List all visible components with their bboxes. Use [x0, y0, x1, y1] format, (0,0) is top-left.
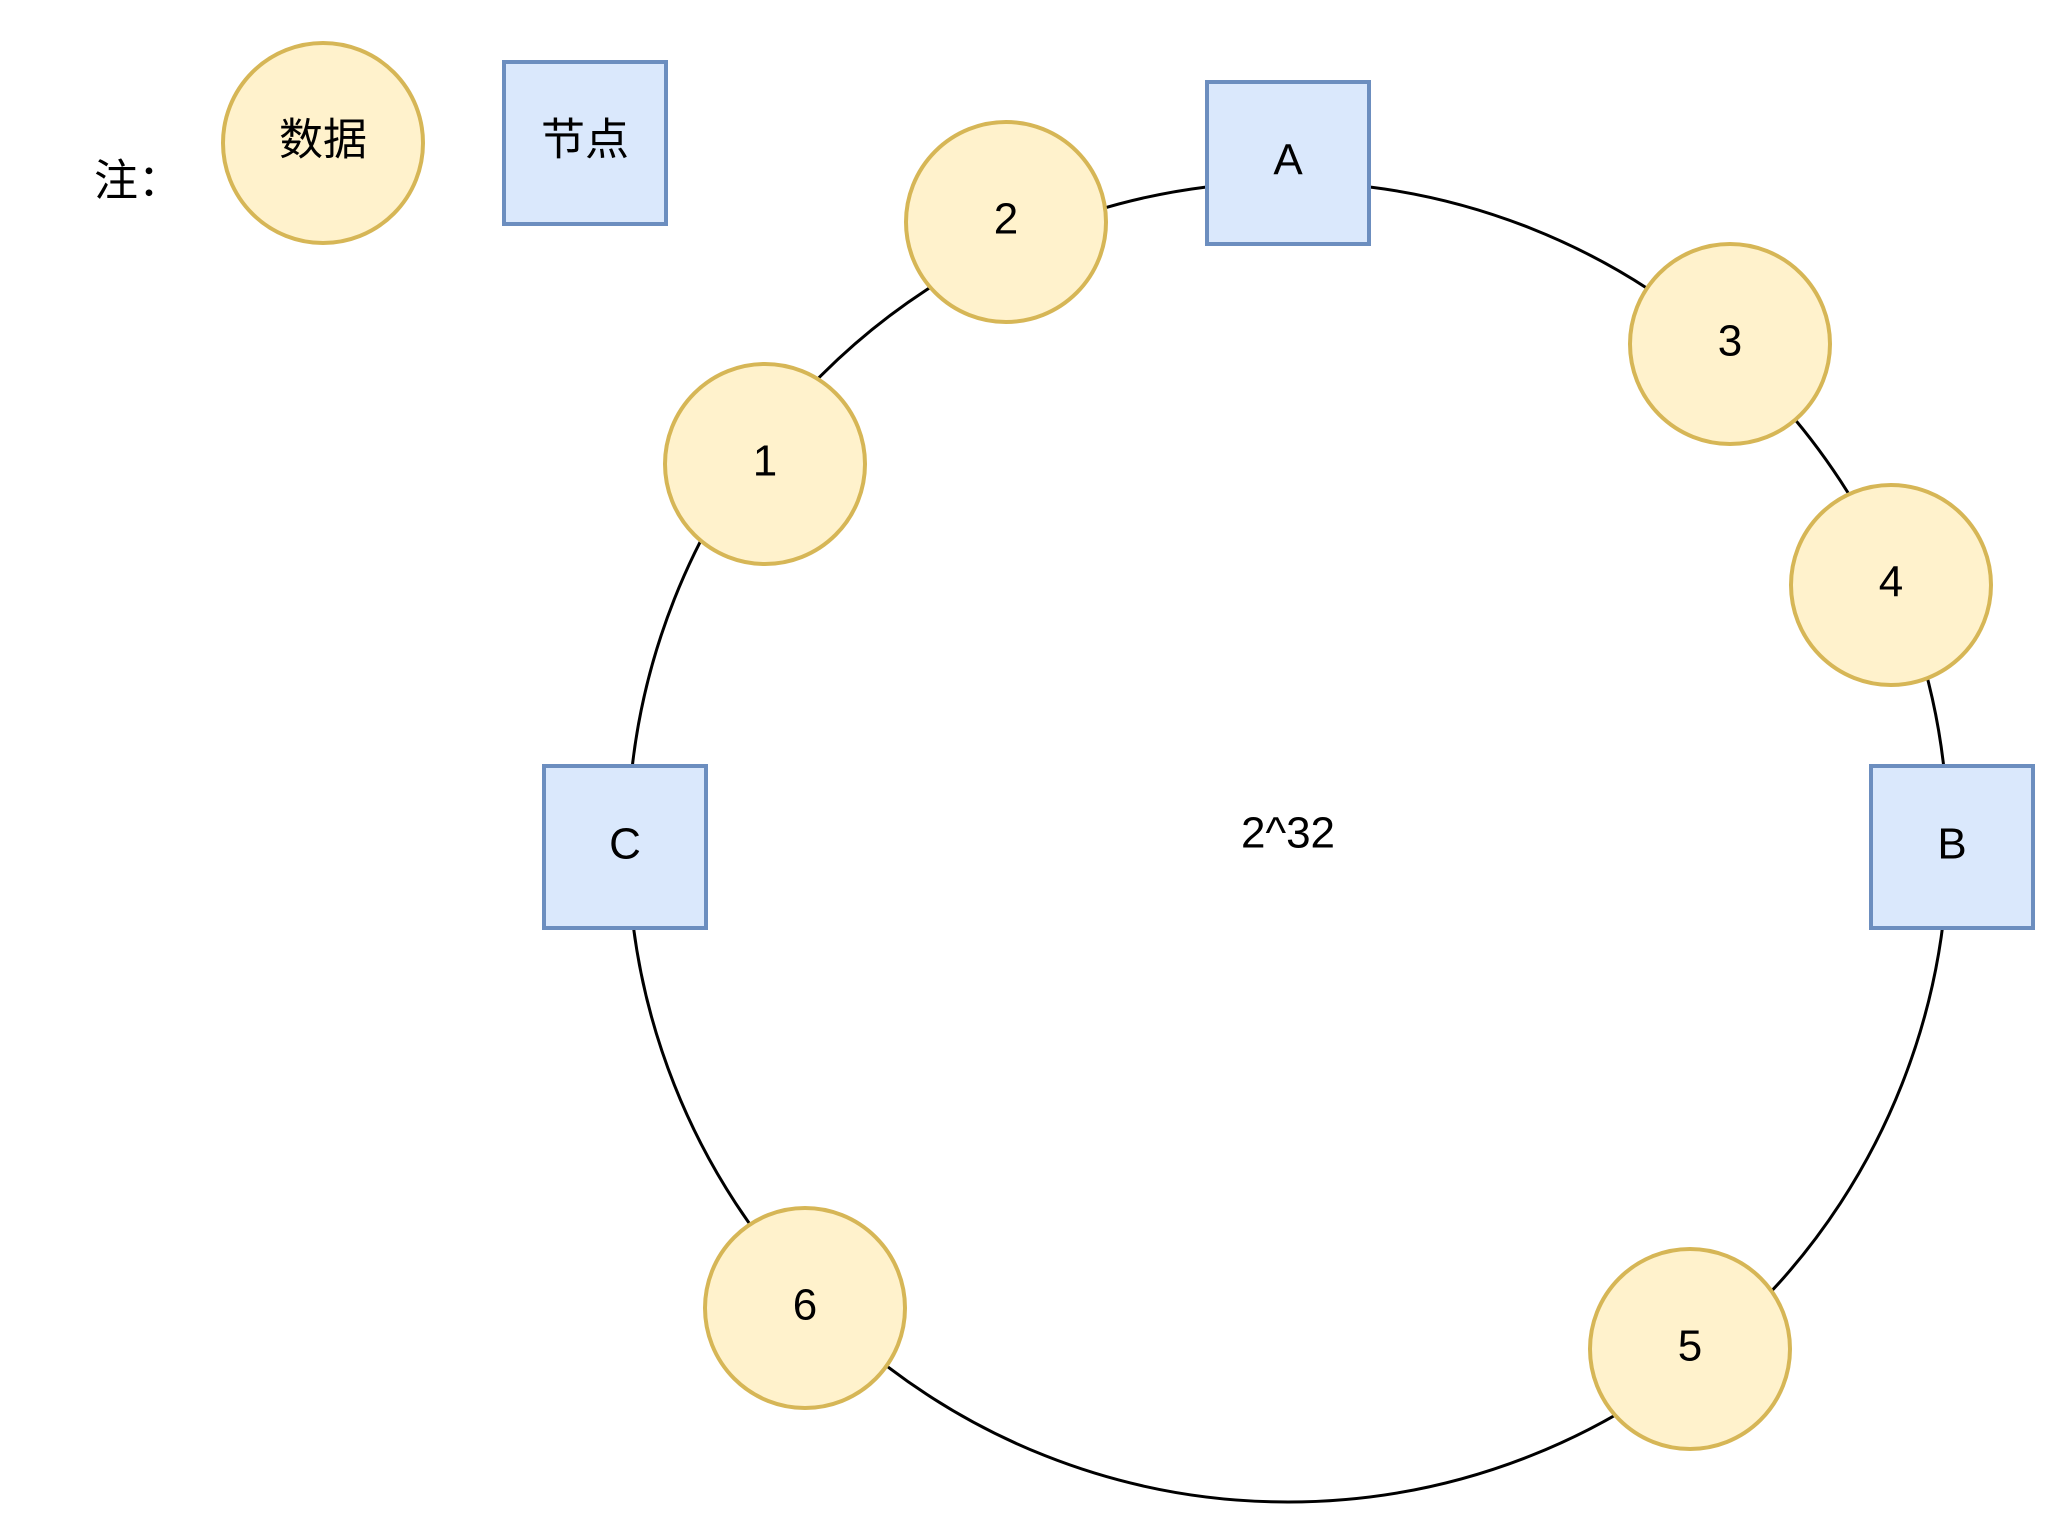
legend-data-shape: 数据 — [221, 41, 425, 245]
data-item-5: 5 — [1588, 1247, 1792, 1451]
node-label: C — [609, 820, 641, 869]
legend-node-box — [502, 60, 668, 226]
data-item-3: 3 — [1628, 242, 1832, 446]
data-item-4: 4 — [1789, 483, 1993, 687]
node-A: A — [1205, 80, 1371, 246]
data-label: 6 — [793, 1281, 817, 1330]
data-label: 5 — [1678, 1322, 1702, 1371]
data-circle — [663, 362, 867, 566]
legend-node-shape: 节点 — [502, 60, 668, 226]
legend-data-label: 数据 — [279, 116, 367, 165]
data-circle — [1588, 1247, 1792, 1451]
node-C: C — [542, 764, 708, 930]
node-label: B — [1937, 820, 1966, 869]
node-B: B — [1869, 764, 2035, 930]
legend-data-circle — [221, 41, 425, 245]
data-item-2: 2 — [904, 120, 1108, 324]
data-label: 3 — [1718, 317, 1742, 366]
ring-range-label: 2^32 — [1241, 809, 1335, 858]
node-label: A — [1273, 136, 1303, 185]
data-label: 2 — [994, 195, 1018, 244]
data-item-6: 6 — [703, 1206, 907, 1410]
node-box — [1205, 80, 1371, 246]
legend: 注： 数据 节点 — [94, 41, 668, 245]
data-circle — [1628, 242, 1832, 446]
data-circle — [904, 120, 1108, 324]
node-box — [1869, 764, 2035, 930]
data-circle — [1789, 483, 1993, 687]
node-box — [542, 764, 708, 930]
data-circle — [703, 1206, 907, 1410]
data-label: 4 — [1879, 558, 1903, 607]
legend-prefix: 注： — [94, 157, 182, 206]
legend-node-label: 节点 — [541, 116, 629, 165]
data-item-1: 1 — [663, 362, 867, 566]
data-label: 1 — [753, 437, 777, 486]
